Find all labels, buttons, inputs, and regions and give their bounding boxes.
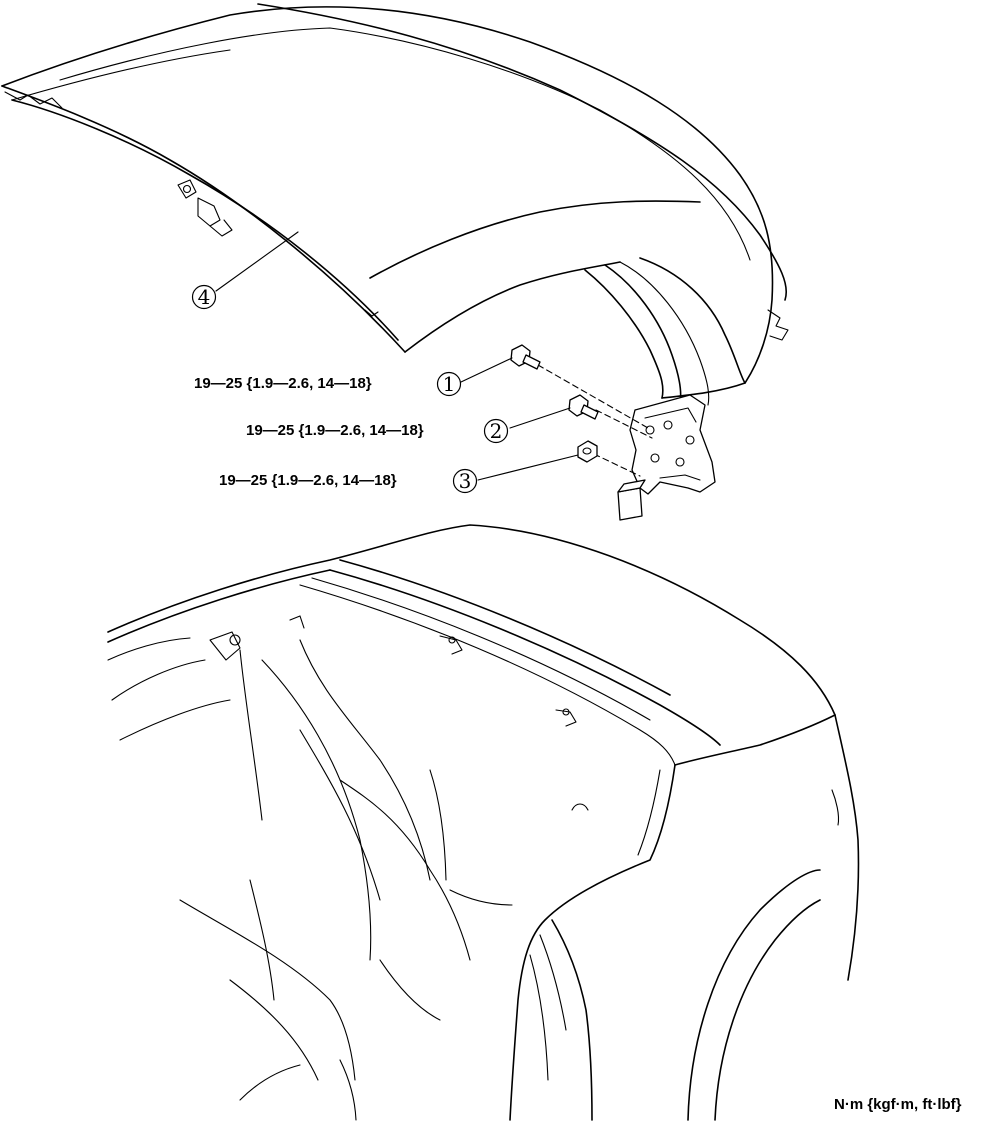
leader-line-4 — [215, 231, 299, 292]
callout-2: 2 — [483, 418, 509, 444]
torque-label-1: 19—25 {1.9—2.6, 14—18} — [194, 375, 372, 392]
leader-line-3 — [477, 454, 579, 481]
torque-label-2: 19—25 {1.9—2.6, 14—18} — [246, 422, 424, 439]
leader-line-1 — [460, 357, 513, 383]
nut-3 — [577, 440, 598, 463]
callout-4: 4 — [191, 284, 217, 310]
hinge-bracket — [537, 364, 716, 521]
vehicle-body — [107, 524, 860, 1121]
leader-line-2 — [509, 407, 571, 429]
bolt-2 — [568, 394, 599, 420]
torque-label-3: 19—25 {1.9—2.6, 14—18} — [219, 472, 397, 489]
svg-text:4: 4 — [198, 285, 211, 309]
svg-text:1: 1 — [443, 372, 456, 396]
callout-1: 1 — [436, 371, 462, 397]
unit-note: N·m {kgf·m, ft·lbf} — [834, 1096, 962, 1113]
bolt-1 — [510, 344, 541, 370]
svg-text:3: 3 — [459, 469, 472, 493]
hardtop-assembly — [1, 3, 789, 406]
callout-3: 3 — [452, 468, 478, 494]
svg-text:2: 2 — [490, 419, 503, 443]
